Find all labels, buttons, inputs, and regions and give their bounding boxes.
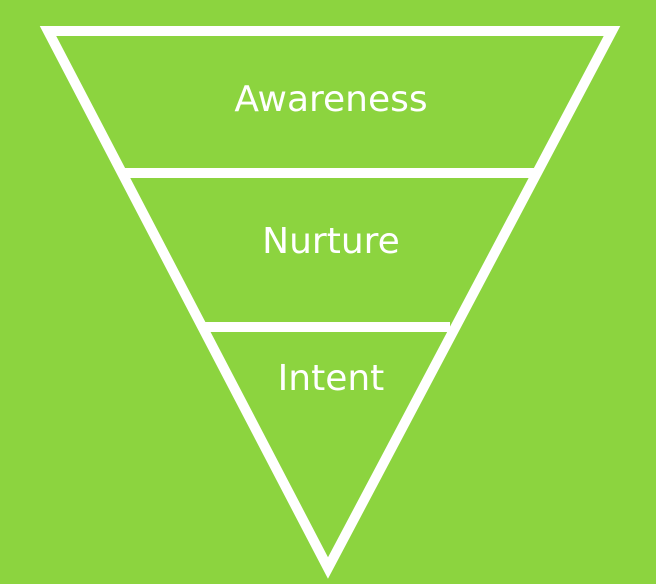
stage-label-nurture: Nurture [262,221,400,262]
stage-label-awareness: Awareness [234,79,427,120]
funnel-outline [39,26,621,579]
stage-label-intent: Intent [278,358,385,399]
